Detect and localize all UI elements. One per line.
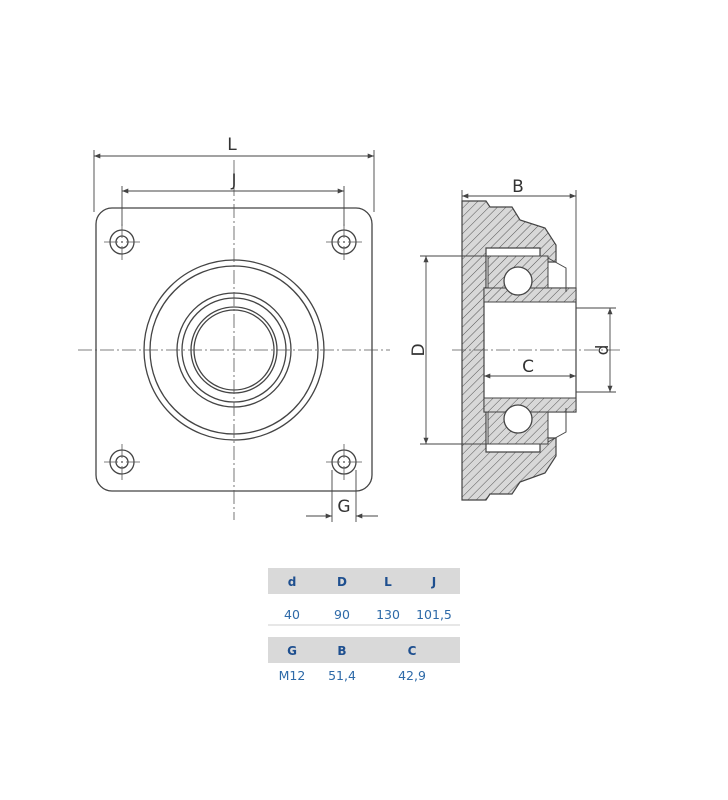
ball-top [503,266,533,296]
value-L: 130 [376,607,400,622]
label-d: d [593,345,613,356]
header-L: L [384,575,392,589]
front-centerlines [78,160,390,520]
label-J: J [230,171,236,191]
dimension-B [461,190,577,290]
dimension-J [121,186,345,226]
housing-section [461,200,557,501]
header-row-2 [268,637,460,663]
dimension-L [93,150,375,212]
label-B: B [512,177,524,197]
header-G: G [287,644,297,658]
header-row-1 [268,568,460,594]
label-L: L [227,135,237,155]
section-view [461,200,577,501]
value-d: 40 [284,607,300,622]
value-J: 101,5 [416,607,452,622]
label-G: G [337,497,350,517]
label-D: D [409,343,429,356]
header-J: J [431,575,436,589]
dimension-D [420,255,488,445]
dimension-G [306,470,378,522]
header-d: d [288,575,297,589]
label-C: C [522,357,534,377]
dimension-d [576,307,616,393]
value-G: M12 [279,668,306,683]
ball-bottom [503,404,533,434]
value-D: 90 [334,607,350,622]
header-C: C [408,644,417,658]
spec-table: d D L J 40 90 130 101,5 G B C M12 51,4 4… [268,568,460,683]
header-B: B [337,644,346,658]
header-D: D [337,575,347,589]
value-C: 42,9 [398,668,426,683]
value-B: 51,4 [328,668,356,683]
